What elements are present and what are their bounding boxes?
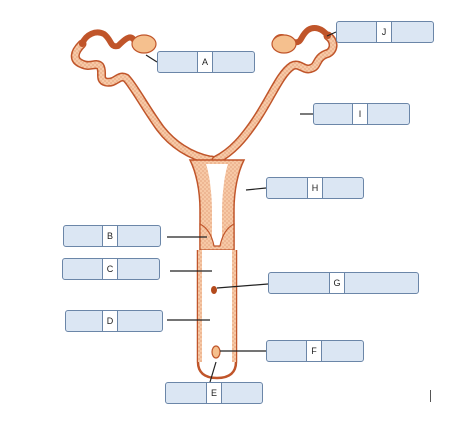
leader-g: [216, 283, 269, 289]
right-ovary: [271, 34, 297, 54]
label-letter-i: I: [352, 103, 368, 125]
tract-wall: [70, 25, 338, 165]
label-letter-e: E: [206, 382, 222, 404]
label-box-f[interactable]: F: [266, 340, 364, 362]
label-box-c[interactable]: C: [62, 258, 160, 280]
leader-a: [145, 54, 158, 63]
g-marker: [211, 286, 217, 294]
label-letter-b: B: [102, 225, 118, 247]
label-letter-j: J: [376, 21, 392, 43]
right-oviduct-lumen: [213, 33, 336, 163]
label-letter-a: A: [197, 51, 213, 73]
f-marker: [211, 345, 221, 359]
left-ovary: [131, 34, 157, 54]
label-letter-c: C: [102, 258, 118, 280]
cervix: [199, 223, 235, 251]
left-oviduct-lumen: [72, 41, 215, 163]
uterine-lumen: [206, 164, 228, 250]
left-fimbria-loop: [79, 29, 137, 50]
corner-tick-mark: [430, 390, 431, 402]
label-box-b[interactable]: B: [63, 225, 161, 247]
vagina-wall: [196, 250, 238, 380]
vagina-left-stipple: [198, 250, 202, 362]
label-box-i[interactable]: I: [313, 103, 410, 125]
label-box-e[interactable]: E: [165, 382, 263, 404]
leader-h: [245, 187, 267, 191]
vagina-right-stipple: [232, 250, 236, 362]
label-box-h[interactable]: H: [266, 177, 364, 199]
label-box-d[interactable]: D: [65, 310, 163, 332]
label-letter-h: H: [307, 177, 323, 199]
label-box-g[interactable]: G: [268, 272, 419, 294]
label-box-a[interactable]: A: [157, 51, 255, 73]
label-letter-f: F: [306, 340, 322, 362]
leader-j: [326, 31, 337, 37]
leader-e: [209, 361, 217, 383]
label-box-j[interactable]: J: [336, 21, 434, 43]
label-letter-d: D: [102, 310, 118, 332]
leader-lines: [145, 31, 337, 383]
label-letter-g: G: [329, 272, 345, 294]
